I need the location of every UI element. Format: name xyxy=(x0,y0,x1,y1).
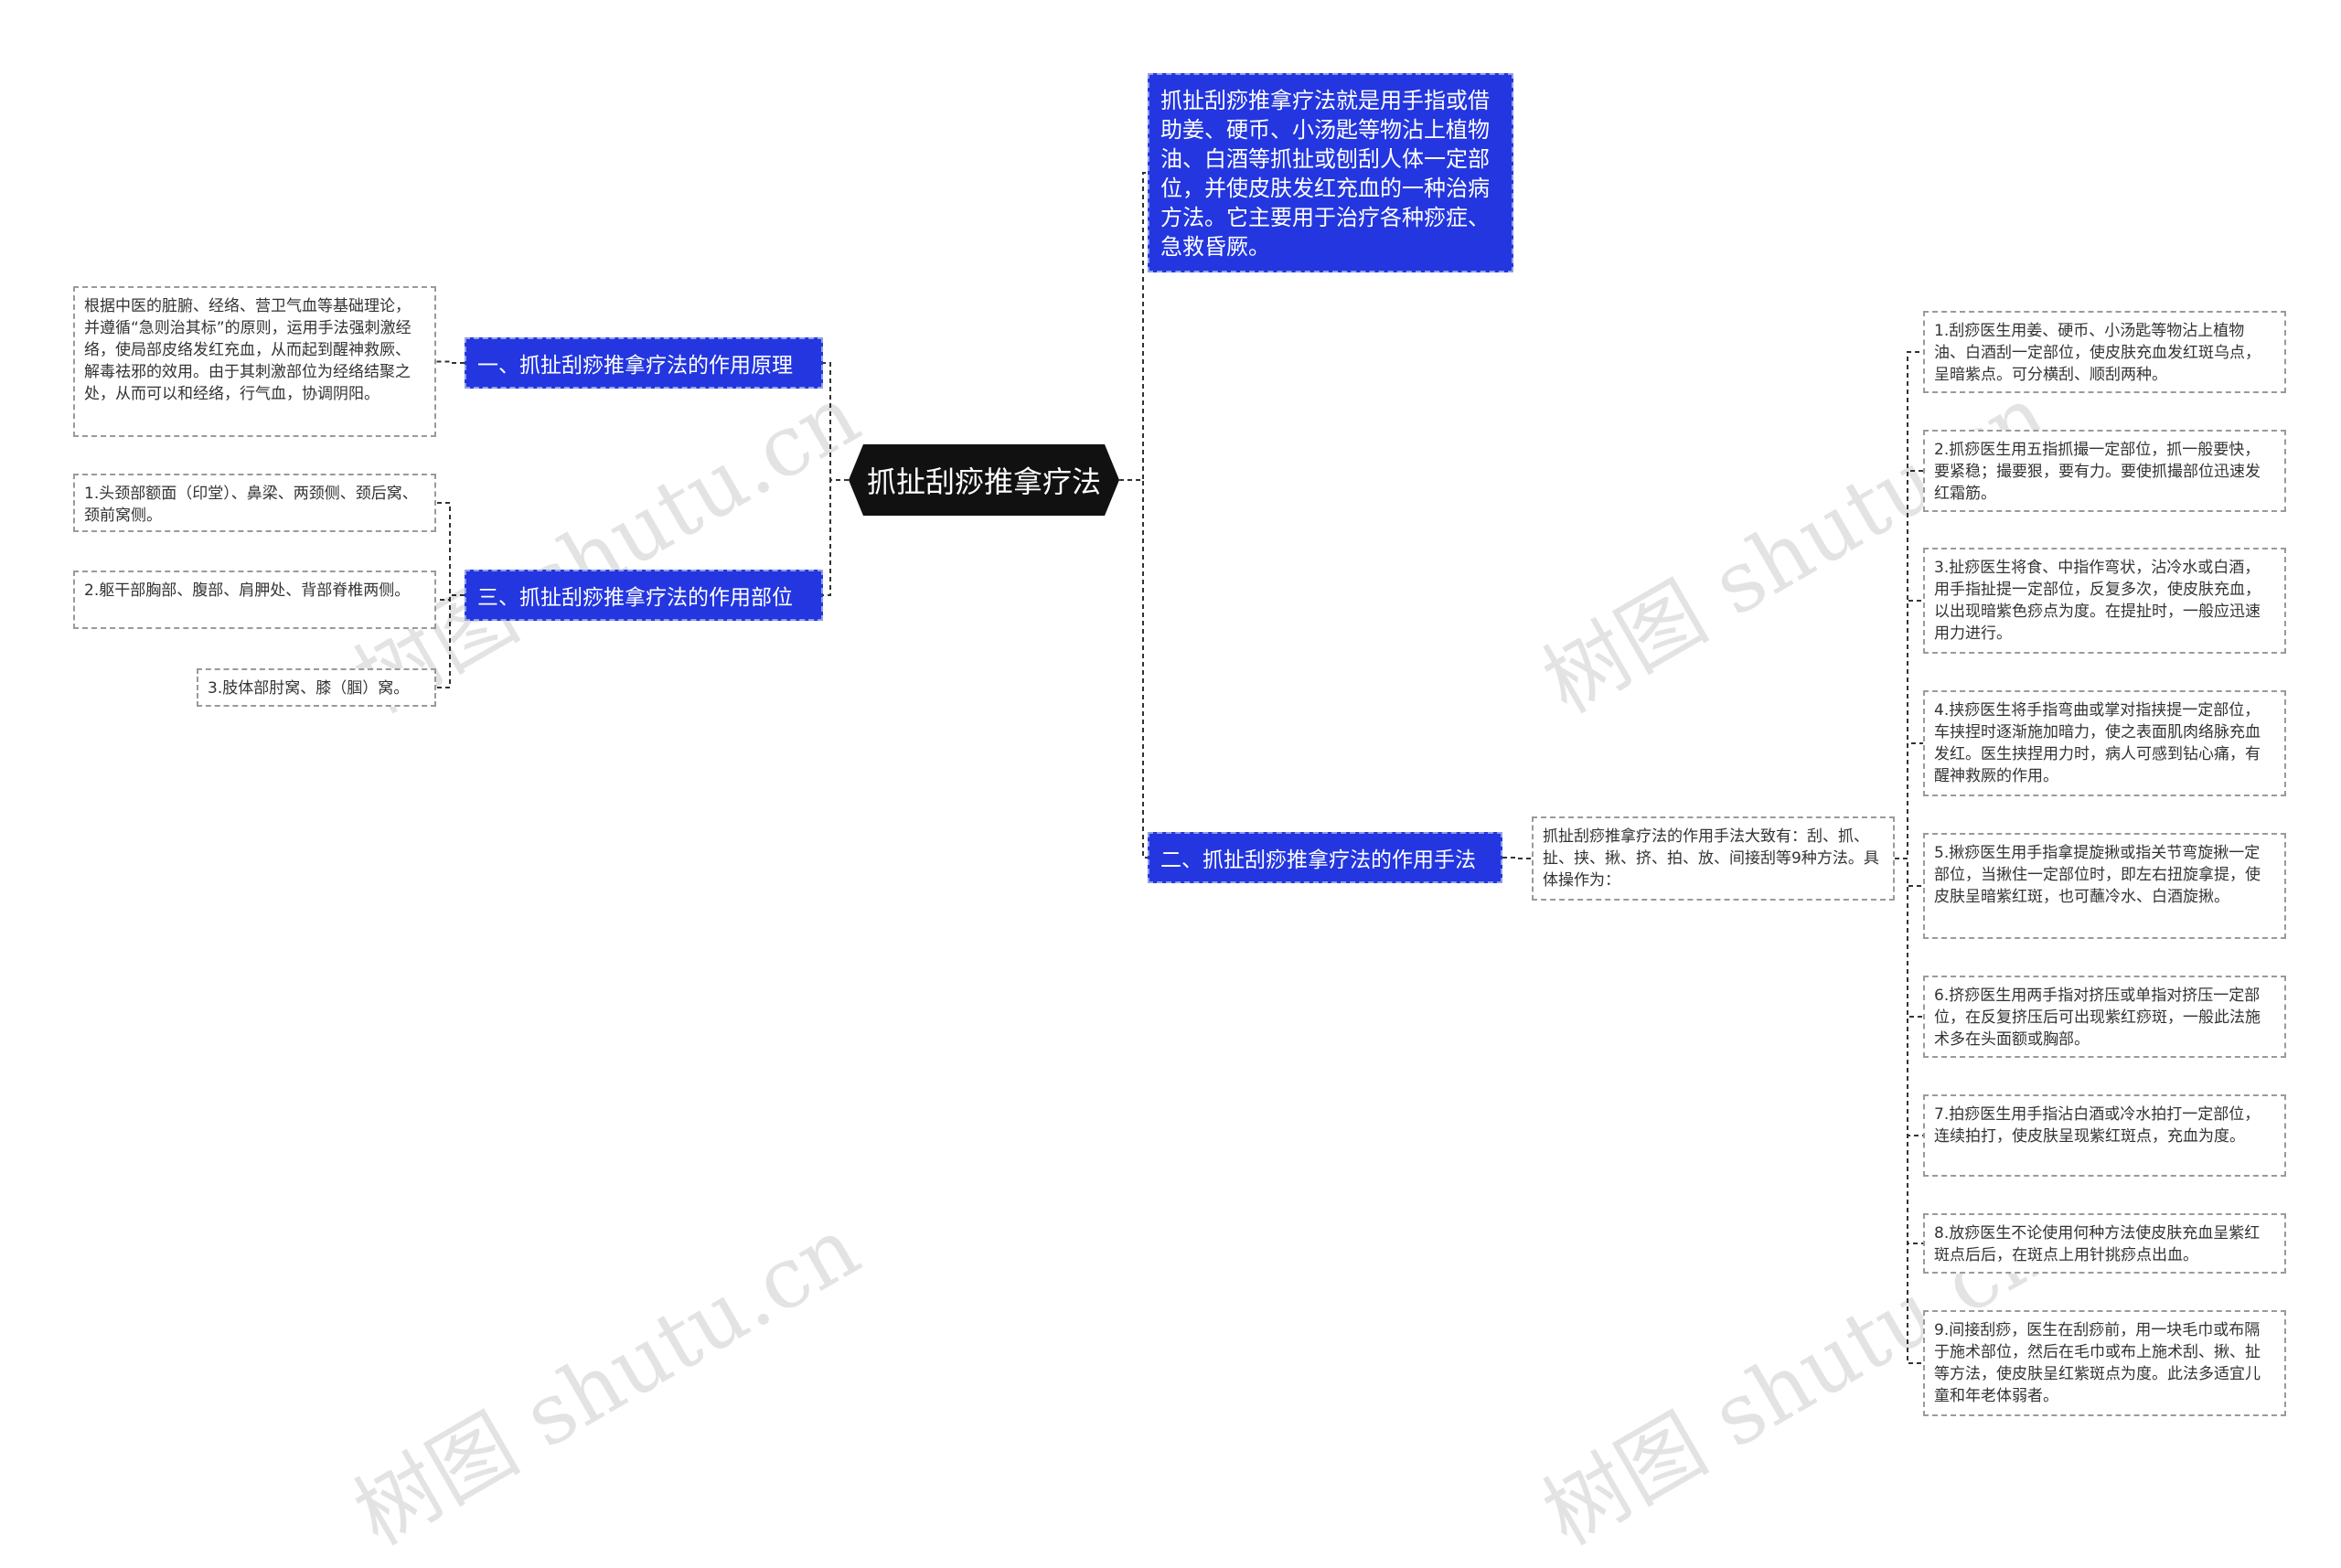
connector-line xyxy=(436,594,465,601)
technique-leaf[interactable]: 5.揪痧医生用手指拿提旋揪或指关节弯旋揪一定部位，当揪住一定部位时，即左右扭旋拿… xyxy=(1923,833,2286,939)
connector-line xyxy=(436,502,465,596)
connector-line xyxy=(1895,858,1923,1136)
mindmap-canvas: 树图 shutu.cn 树图 shutu.cn 树图 shutu.cn 树图 s… xyxy=(73,73,2286,1564)
techniques-summary[interactable]: 抓扯刮痧推拿疗法的作用手法大致有：刮、抓、扯、挟、揪、挤、拍、放、间接刮等9种方… xyxy=(1532,816,1895,901)
branch-techniques[interactable]: 二、抓扯刮痧推拿疗法的作用手法 xyxy=(1148,832,1502,883)
connector-line xyxy=(1895,858,1923,1244)
area-leaf[interactable]: 3.肢体部肘窝、膝（腘）窝。 xyxy=(197,668,436,707)
connector-line xyxy=(1895,470,1923,859)
branch-areas[interactable]: 三、抓扯刮痧推拿疗法的作用部位 xyxy=(465,570,823,621)
technique-leaf[interactable]: 9.间接刮痧，医生在刮痧前，用一块毛巾或布隔于施术部位，然后在毛巾或布上施术刮、… xyxy=(1923,1310,2286,1416)
connector-line xyxy=(1895,600,1923,859)
technique-leaf[interactable]: 4.挟痧医生将手指弯曲或掌对指挟提一定部位，车挟捏时逐渐施加暗力，使之表面肌肉络… xyxy=(1923,690,2286,796)
connector-line xyxy=(1895,351,1923,859)
principle-leaf[interactable]: 根据中医的脏腑、经络、营卫气血等基础理论，并遵循“急则治其标”的原则，运用手法强… xyxy=(73,286,436,437)
root-node[interactable]: 抓扯刮痧推拿疗法 xyxy=(849,444,1119,516)
connector-line xyxy=(823,479,849,596)
connector-line xyxy=(823,362,849,481)
technique-leaf[interactable]: 6.挤痧医生用两手指对挤压或单指对挤压一定部位，在反复挤压后可出现紫红痧斑，一般… xyxy=(1923,976,2286,1058)
watermark: 树图 shutu.cn xyxy=(338,1198,875,1564)
connector-line xyxy=(1895,858,1923,887)
technique-leaf[interactable]: 2.抓痧医生用五指抓撮一定部位，抓一般要快，要紧稳；撮要狠，要有力。要使抓撮部位… xyxy=(1923,430,2286,512)
area-leaf[interactable]: 1.头颈部额面（印堂）、鼻梁、两颈侧、颈后窝、颈前窝侧。 xyxy=(73,474,436,532)
intro-node[interactable]: 抓扯刮痧推拿疗法就是用手指或借助姜、硬币、小汤匙等物沾上植物油、白酒等抓扯或刨刮… xyxy=(1148,73,1513,272)
area-leaf[interactable]: 2.躯干部胸部、腹部、肩胛处、背部脊椎两侧。 xyxy=(73,571,436,629)
technique-leaf[interactable]: 7.拍痧医生用手指沾白酒或冷水拍打一定部位，连续拍打，使皮肤呈现紫红斑点，充血为… xyxy=(1923,1094,2286,1177)
connector-line xyxy=(1119,479,1148,859)
connector-line xyxy=(436,594,465,688)
connector-line xyxy=(436,360,465,364)
connector-line xyxy=(1119,172,1148,481)
connector-line xyxy=(1895,742,1923,859)
watermark: 树图 shutu.cn xyxy=(1527,366,2064,732)
technique-leaf[interactable]: 8.放痧医生不论使用何种方法使皮肤充血呈紫红斑点后后，在斑点上用针挑痧点出血。 xyxy=(1923,1213,2286,1274)
technique-leaf[interactable]: 1.刮痧医生用姜、硬币、小汤匙等物沾上植物油、白酒刮一定部位，使皮肤充血发红斑乌… xyxy=(1923,311,2286,393)
technique-leaf[interactable]: 3.扯痧医生将食、中指作弯状，沾冷水或白酒，用手指扯提一定部位，反复多次，使皮肤… xyxy=(1923,548,2286,654)
connector-line xyxy=(1502,857,1532,859)
connector-line xyxy=(1895,858,1923,1018)
connector-line xyxy=(1895,858,1923,1364)
branch-principle[interactable]: 一、抓扯刮痧推拿疗法的作用原理 xyxy=(465,337,823,389)
